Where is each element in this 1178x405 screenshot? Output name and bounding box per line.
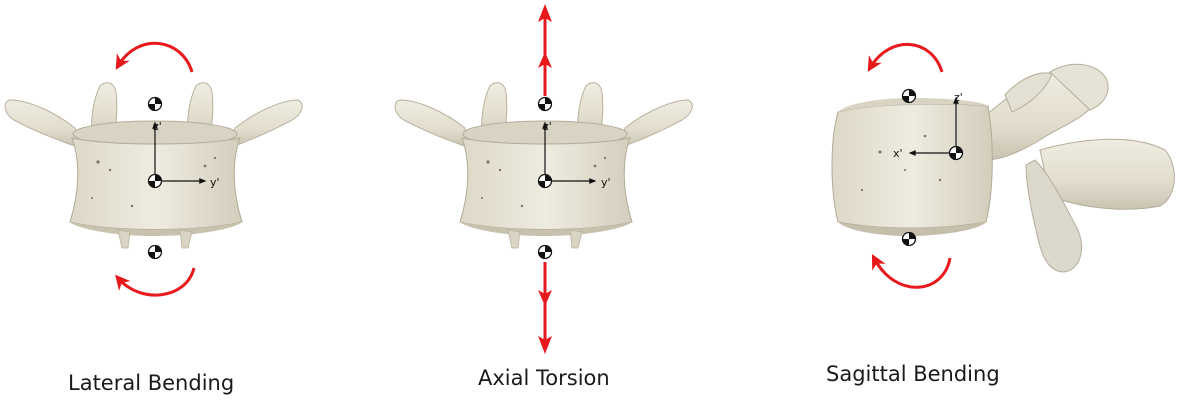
caption-axial-torsion: Axial Torsion bbox=[478, 366, 610, 390]
rotation-arrow-top bbox=[870, 44, 942, 72]
x-axis-label: x' bbox=[893, 147, 903, 160]
rotation-arrow-bottom bbox=[874, 258, 950, 287]
z-axis-label: z' bbox=[954, 91, 963, 104]
cg-symbol-center bbox=[950, 147, 963, 160]
z-axis-label: z' bbox=[153, 120, 162, 133]
z-axis-label: z' bbox=[543, 120, 552, 133]
cg-symbol-bottom bbox=[903, 233, 916, 246]
rotation-arrow-top bbox=[118, 43, 192, 72]
caption-lateral-bending: Lateral Bending bbox=[68, 371, 234, 395]
cg-symbol-top bbox=[149, 98, 162, 111]
vertebra-side-view bbox=[832, 64, 1174, 272]
cg-symbol-center bbox=[149, 175, 162, 188]
cg-symbol-top bbox=[539, 98, 552, 111]
sagittal-bending-panel: z' x' bbox=[832, 44, 1174, 287]
y-axis-label: y' bbox=[210, 176, 220, 189]
y-axis-label: y' bbox=[601, 176, 611, 189]
caption-sagittal-bending: Sagittal Bending bbox=[826, 362, 1000, 386]
cg-symbol-bottom bbox=[149, 246, 162, 259]
rotation-arrow-bottom bbox=[118, 268, 194, 295]
lateral-bending-panel: z' y' bbox=[5, 43, 302, 295]
cg-symbol-center bbox=[539, 175, 552, 188]
axial-torsion-panel: z' y' bbox=[395, 4, 692, 354]
cg-symbol-bottom bbox=[539, 246, 552, 259]
cg-symbol-top bbox=[903, 90, 916, 103]
